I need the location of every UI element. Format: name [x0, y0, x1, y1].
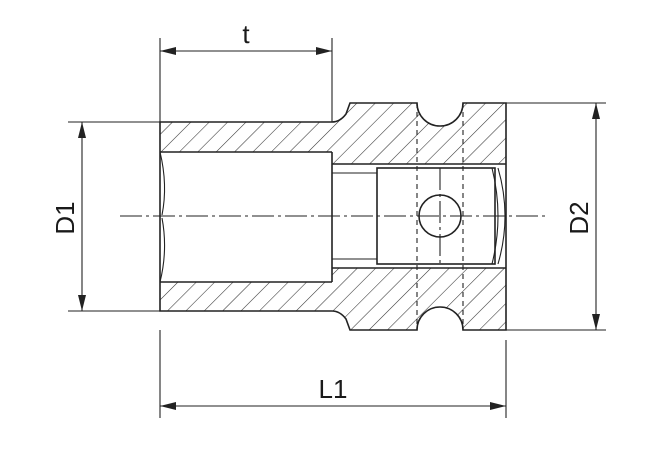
arrow-d1-top	[78, 122, 86, 138]
hex-opening-curve-top	[159, 151, 166, 216]
arrow-l1-left	[160, 402, 176, 410]
arrow-t-left	[160, 47, 176, 55]
arrow-d2-top	[592, 103, 600, 119]
dim-label-t: t	[242, 19, 250, 49]
arrow-d2-bottom	[592, 314, 600, 330]
arrow-d1-bottom	[78, 295, 86, 311]
dim-label-d1: D1	[50, 201, 80, 234]
drive-end-curve	[497, 167, 506, 265]
bottom-wall-section	[160, 268, 506, 330]
hex-opening-curve-bottom	[159, 217, 166, 283]
top-wall-section	[160, 103, 506, 164]
arrow-l1-right	[490, 402, 506, 410]
dim-label-d2: D2	[564, 201, 594, 234]
arrow-t-right	[316, 47, 332, 55]
dim-label-l1: L1	[319, 374, 348, 404]
